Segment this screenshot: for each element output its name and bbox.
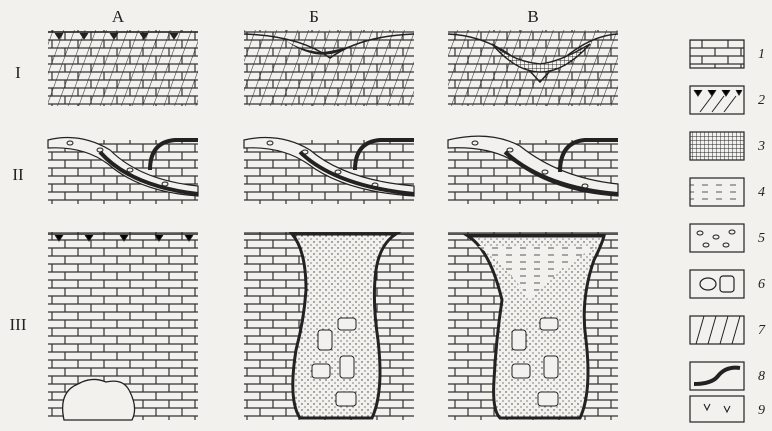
column-label-a: А [112, 7, 125, 26]
row-label-iii: III [10, 315, 27, 334]
legend-item-4: 4 [690, 178, 765, 206]
column-label-v: В [527, 7, 538, 26]
legend-num-3: 3 [757, 139, 765, 154]
panel-ii-a [48, 138, 198, 204]
legend-num-5: 5 [758, 231, 765, 246]
legend-item-7: 7 [690, 316, 766, 344]
legend-num-9: 9 [758, 403, 765, 418]
legend-item-1: 1 [690, 40, 765, 68]
row-label-i: I [15, 63, 21, 82]
legend-item-2: 2 [690, 86, 765, 114]
panel-i-v [448, 30, 618, 106]
panel-i-b [244, 30, 414, 106]
legend-num-8: 8 [758, 369, 765, 384]
row-label-ii: II [12, 165, 24, 184]
panel-i-a [48, 30, 198, 106]
legend-item-6: 6 [690, 270, 765, 298]
legend-num-6: 6 [758, 277, 765, 292]
legend-item-8: 8 [690, 362, 765, 390]
panel-ii-b [244, 138, 414, 204]
legend-item-5: 5 [690, 224, 765, 252]
panel-iii-b [244, 232, 414, 420]
panel-iii-v [448, 232, 618, 420]
panel-iii-a [48, 232, 198, 420]
legend-num-2: 2 [758, 93, 765, 108]
panel-ii-v [448, 136, 618, 204]
legend-num-7: 7 [758, 323, 766, 338]
column-label-b: Б [309, 7, 319, 26]
legend-num-1: 1 [758, 47, 765, 62]
legend-item-3: 3 [690, 132, 765, 160]
legend-num-4: 4 [758, 185, 765, 200]
legend-item-9: 9 [690, 396, 765, 422]
legend: 1 2 3 4 5 [690, 40, 766, 422]
